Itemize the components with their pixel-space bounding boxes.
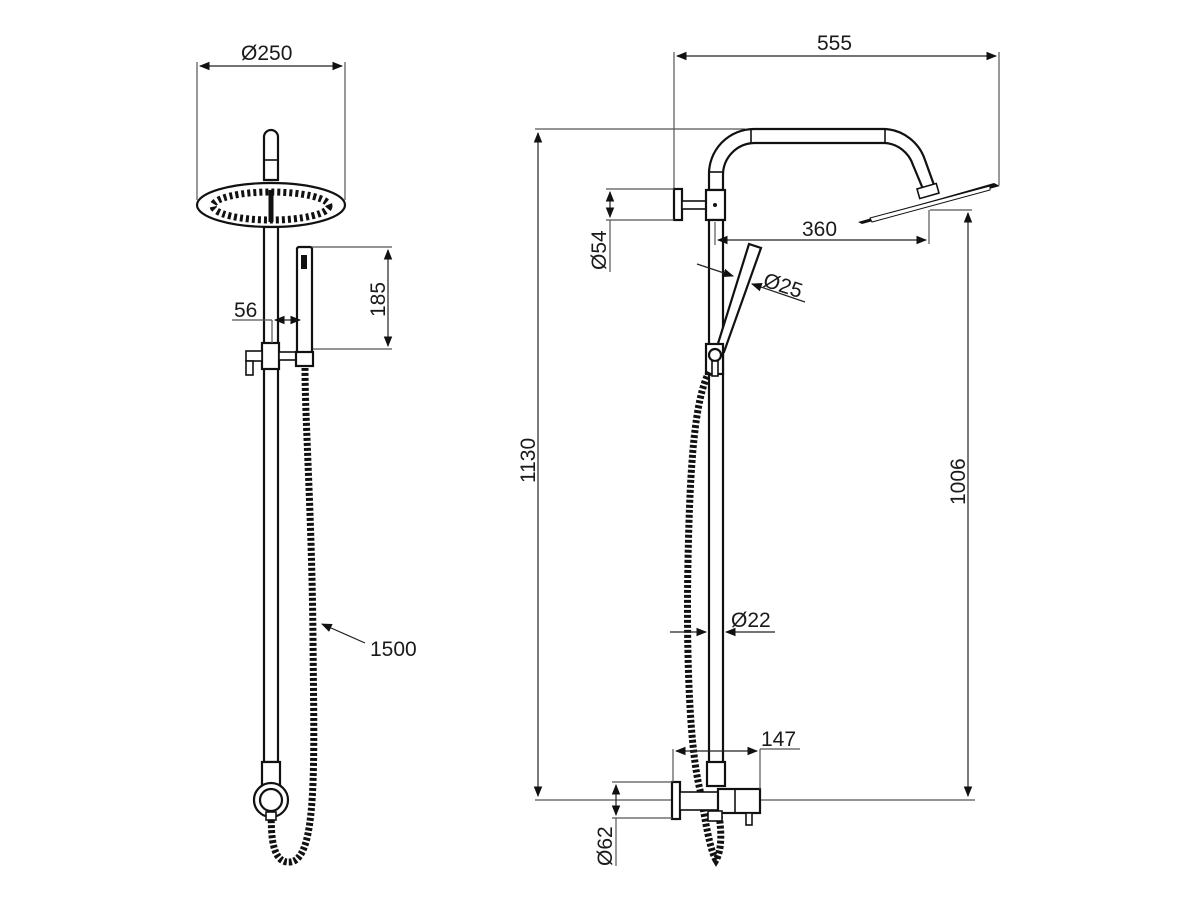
wall-bracket — [672, 187, 727, 222]
label-total-height: 1130 — [517, 438, 540, 483]
label-shower-head-diameter: Ø250 — [241, 42, 292, 65]
dimension-hand-shower-length: 185 — [312, 246, 393, 350]
dimension-hose-length: 1500 — [321, 623, 417, 661]
dimension-mixer-flange-diameter: Ø62 — [594, 781, 672, 866]
dimension-total-height: 1130 — [517, 128, 975, 801]
shower-head-side — [858, 182, 1000, 224]
hose-side — [684, 370, 725, 867]
side-view: 555 1130 — [517, 32, 1000, 867]
dimension-rail-diameter: Ø22 — [670, 609, 775, 637]
dimension-head-height: 1006 — [930, 209, 973, 798]
label-hand-shower-offset: 56 — [234, 299, 257, 322]
front-view: Ø250 — [195, 42, 417, 866]
label-arm-projection: 555 — [817, 32, 852, 55]
main-rail — [262, 225, 280, 764]
dimension-mixer-projection: 147 — [672, 728, 800, 789]
mixer-valve — [670, 760, 762, 826]
hose-front — [267, 367, 318, 866]
label-mixer-flange-diameter: Ø62 — [594, 826, 617, 866]
bottom-outlet-front — [252, 760, 290, 821]
label-hand-shower-diameter: Ø25 — [760, 269, 805, 303]
dimension-hand-shower-offset: 56 — [232, 299, 302, 343]
hand-shower-front — [294, 245, 315, 368]
hand-shower-side — [704, 242, 763, 377]
side-rail — [707, 218, 725, 767]
dimension-head-reach: 360 — [714, 210, 930, 245]
dimension-shower-head-diameter: Ø250 — [196, 42, 346, 200]
rail-riser — [262, 128, 280, 182]
shower-head-front — [195, 181, 347, 229]
label-mixer-projection: 147 — [761, 728, 796, 751]
label-rail-diameter: Ø22 — [731, 609, 771, 632]
label-wall-bracket-diameter: Ø54 — [588, 230, 611, 270]
label-head-height: 1006 — [947, 458, 970, 505]
dimension-wall-bracket-diameter: Ø54 — [588, 188, 674, 272]
label-hand-shower-length: 185 — [367, 282, 390, 317]
label-hose-length: 1500 — [370, 638, 417, 661]
dimension-arm-projection: 555 — [673, 32, 1000, 200]
label-head-reach: 360 — [802, 218, 837, 241]
shower-arm — [707, 127, 936, 192]
